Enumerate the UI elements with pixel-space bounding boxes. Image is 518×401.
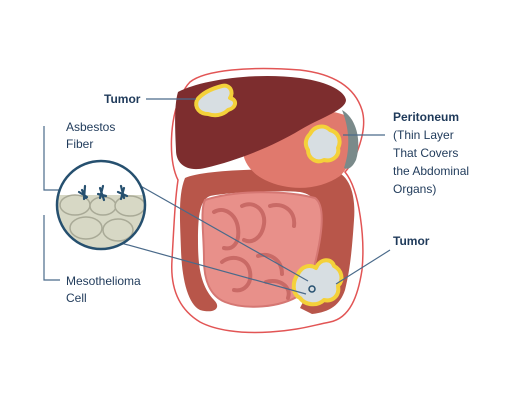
tumor-intestine [291, 258, 344, 307]
body-outline [170, 67, 365, 334]
asbestos-label-line2: Fiber [66, 137, 93, 151]
small-intestine [201, 191, 323, 308]
asbestos-label-line1: Asbestos [66, 120, 115, 134]
asbestos-fibers [77, 184, 129, 202]
mesothelioma-label-line1: Mesothelioma [66, 274, 141, 288]
leader-lines [43, 98, 391, 295]
tumor-right-label: Tumor [393, 234, 430, 248]
magnified-cell-view [55, 159, 147, 251]
mesothelioma-label-line2: Cell [66, 291, 87, 305]
peritoneum-title: Peritoneum [393, 110, 459, 124]
peritoneum-desc-line4: Organs) [393, 182, 436, 196]
tumor-stomach [303, 124, 342, 164]
peritoneum-desc-line3: the Abdominal [393, 164, 469, 178]
peritoneum-desc-line1: (Thin Layer [393, 128, 454, 142]
peritoneum-desc-line2: That Covers [393, 146, 458, 160]
tumor-top-label: Tumor [104, 92, 141, 106]
mesothelial-cells [59, 194, 145, 242]
tumor-liver [194, 83, 237, 118]
